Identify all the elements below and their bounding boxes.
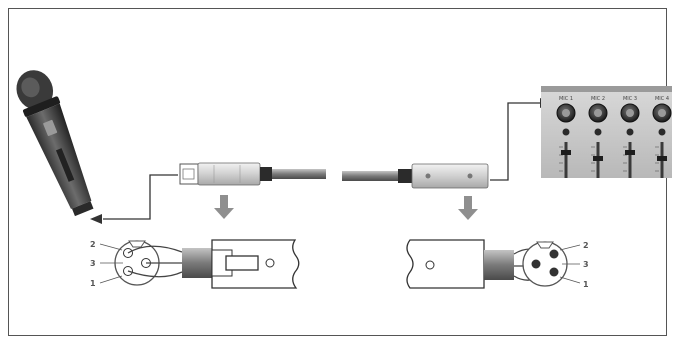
fader-cap-icon <box>657 156 667 161</box>
signal-wires <box>103 102 540 220</box>
xlr-male-plug <box>398 163 489 189</box>
mixer-channel-strip: MIC 2 <box>588 96 608 178</box>
female-xlr-detail: 2 3 1 <box>90 239 300 289</box>
mixer-console: MIC 1 MIC 2 MIC 3 MIC 4 <box>541 86 672 178</box>
male-pin-label-1: 1 <box>583 280 589 289</box>
male-xlr-detail: 2 3 1 <box>406 239 589 289</box>
fader-track <box>628 142 632 178</box>
channel-button-icon <box>594 128 602 136</box>
female-pin-label-3: 3 <box>90 259 96 268</box>
down-arrow-left-icon <box>214 195 234 219</box>
fader-cap-icon <box>593 156 603 161</box>
fader-track <box>564 142 568 178</box>
arrow-to-mic-icon <box>90 214 102 224</box>
mixer-channel-strip: MIC 4 <box>652 96 672 178</box>
male-pin-label-2: 2 <box>583 241 589 250</box>
channel-button-icon <box>658 128 666 136</box>
mixer-channel-strip: MIC 3 <box>620 96 640 178</box>
down-arrow-right-icon <box>458 196 478 220</box>
microphone <box>16 70 94 217</box>
mixer-channel-strip: MIC 1 <box>556 96 576 178</box>
xlr-female-plug <box>179 162 272 186</box>
mixer-channel-label: MIC 1 <box>559 96 573 102</box>
channel-button-icon <box>626 128 634 136</box>
mixer-channel-label: MIC 3 <box>623 96 637 102</box>
female-pin-label-2: 2 <box>90 240 96 249</box>
mixer-channel-label: MIC 2 <box>591 96 605 102</box>
fader-cap-icon <box>561 150 571 155</box>
xlr-cable <box>179 162 489 189</box>
mixer-channel-label: MIC 4 <box>655 96 669 102</box>
female-pin-label-1: 1 <box>90 279 96 288</box>
fader-cap-icon <box>625 150 635 155</box>
channel-button-icon <box>562 128 570 136</box>
male-pin-label-3: 3 <box>583 260 589 269</box>
